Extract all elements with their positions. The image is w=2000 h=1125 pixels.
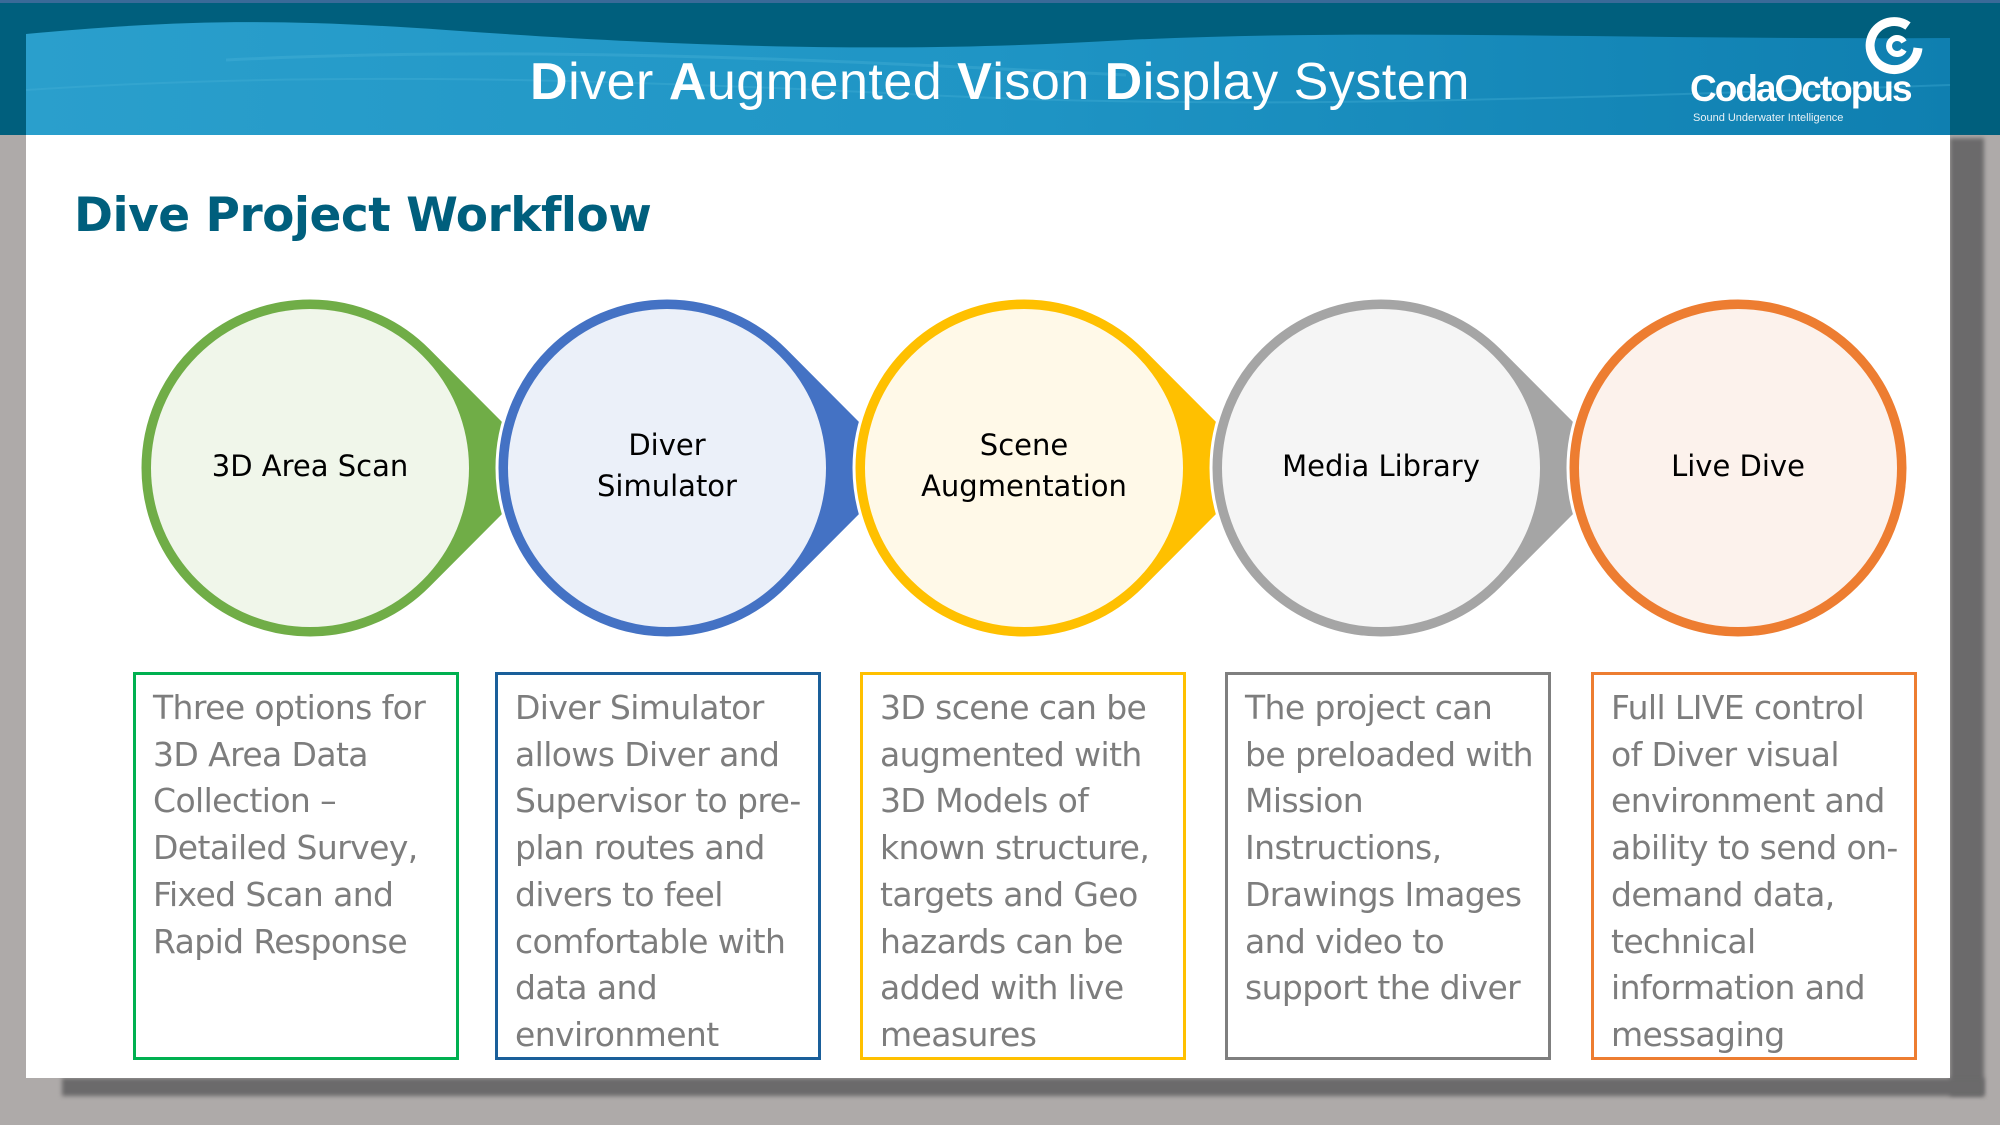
workflow-step-shape: [138, 296, 553, 640]
step-description-box: Three options for 3D Area Data Collectio…: [133, 672, 459, 1060]
step-description-box: Diver Simulator allows Diver and Supervi…: [495, 672, 821, 1060]
workflow-step-shape: [1209, 296, 1624, 640]
step-label-line: Scene: [979, 428, 1069, 462]
step-label-line: Media Library: [1282, 448, 1480, 483]
header-wave: [26, 22, 1950, 135]
coda-swirl-icon: [1865, 17, 1923, 75]
step-label: 3D Area Scan: [160, 446, 460, 487]
step-label-line: Live Dive: [1671, 448, 1805, 483]
step-circle: [865, 309, 1183, 627]
step-description-box: Full LIVE control of Diver visual enviro…: [1591, 672, 1917, 1060]
step-label-line: Augmentation: [921, 469, 1127, 503]
title-word: Diver: [530, 53, 669, 111]
header-title: Diver Augmented Vison Display System: [0, 52, 2000, 112]
page-title: Dive Project Workflow: [74, 188, 652, 243]
slide-shadow-bottom: [62, 1078, 1984, 1096]
step-description-box: The project can be preloaded with Missio…: [1225, 672, 1551, 1060]
step-label: Media Library: [1231, 446, 1531, 487]
step-circle: [1222, 309, 1540, 627]
step-label-line: Simulator: [597, 469, 737, 503]
step-circle: [508, 309, 826, 627]
header-top-edge: [0, 0, 2000, 3]
workflow-step-shape: [495, 296, 910, 640]
workflow-step-shape: [852, 296, 1267, 640]
step-circle: [151, 309, 469, 627]
logo-name: CodaOctopus: [1690, 68, 1913, 109]
step-description-box: 3D scene can be augmented with 3D Models…: [860, 672, 1186, 1060]
title-word: Vison: [957, 53, 1105, 111]
title-word: Display System: [1104, 53, 1470, 111]
logo-tagline: Sound Underwater Intelligence: [1693, 112, 1844, 124]
step-label-line: 3D Area Scan: [211, 448, 409, 483]
workflow-step-shape: [1566, 296, 1910, 640]
step-label-line: Diver: [628, 428, 706, 462]
slide-shadow-right: [1950, 138, 1984, 1096]
step-circle: [1579, 309, 1897, 627]
title-word: Augmented: [668, 53, 958, 111]
step-label: Live Dive: [1588, 446, 1888, 487]
coda-octopus-logo: CodaOctopus Sound Underwater Intelligenc…: [1690, 12, 1940, 132]
